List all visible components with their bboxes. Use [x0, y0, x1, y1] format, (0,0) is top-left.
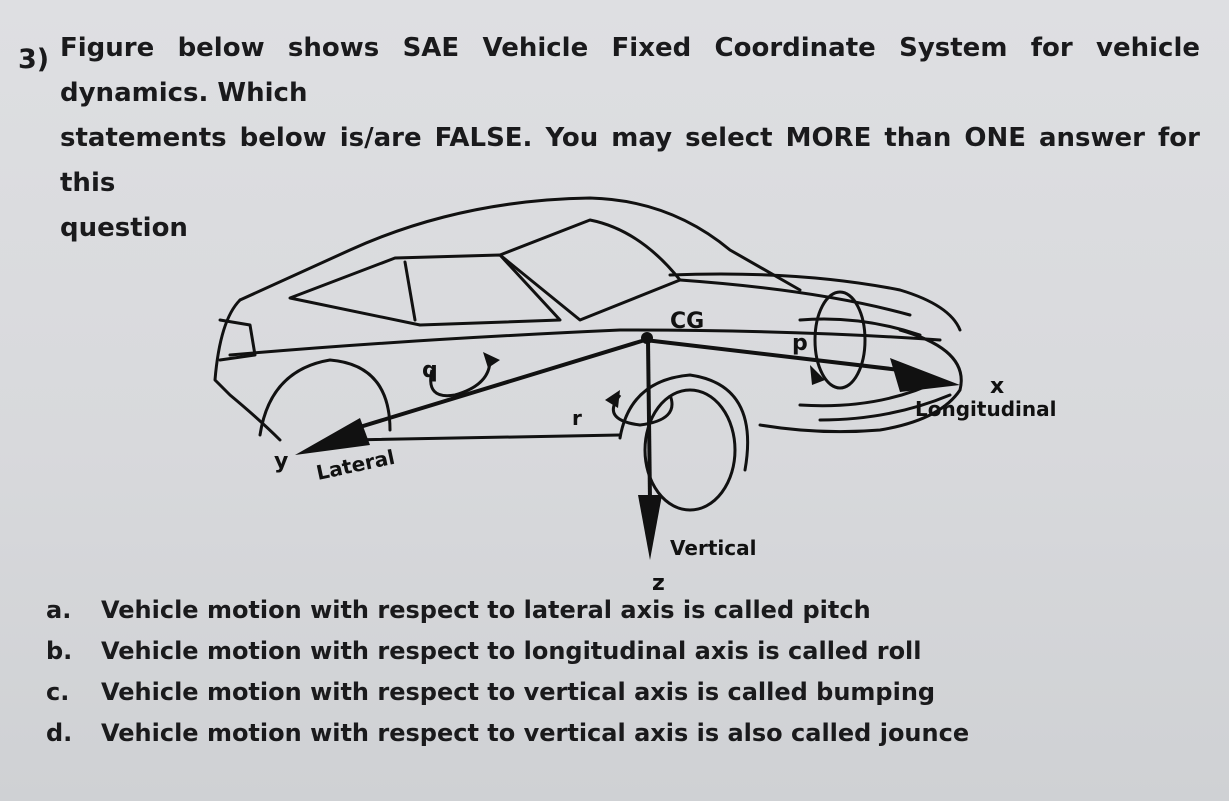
pitch-arrowhead [483, 352, 500, 368]
option-c[interactable]: c. Vehicle motion with respect to vertic… [46, 672, 969, 713]
option-letter: d. [46, 719, 73, 747]
car-outline [213, 196, 963, 512]
rotation-arrows [429, 290, 867, 427]
x-label: x [990, 374, 1004, 399]
option-text: Vehicle motion with respect to longitudi… [101, 637, 922, 665]
question-number: 3) [18, 44, 50, 75]
vertical-label: Vertical [670, 536, 756, 560]
option-b[interactable]: b. Vehicle motion with respect to longit… [46, 631, 969, 672]
question-line-3: question [60, 213, 188, 243]
yaw-arrowhead [605, 390, 620, 408]
q-label: q [422, 358, 438, 383]
option-letter: a. [46, 596, 72, 624]
roll-rotation-arrow [813, 290, 867, 390]
option-text: Vehicle motion with respect to lateral a… [101, 596, 871, 624]
option-d[interactable]: d. Vehicle motion with respect to vertic… [46, 713, 969, 754]
question-line-2: statements below is/are FALSE. You may s… [60, 123, 1200, 198]
yaw-rotation-arrow [611, 394, 674, 427]
cg-point [641, 332, 653, 344]
answer-options: a. Vehicle motion with respect to latera… [46, 590, 969, 754]
lateral-label: Lateral [314, 445, 397, 485]
question-line-1: Figure below shows SAE Vehicle Fixed Coo… [60, 33, 1200, 108]
y-label: y [274, 449, 288, 474]
question-text: Figure below shows SAE Vehicle Fixed Coo… [60, 26, 1200, 251]
cg-label: CG [670, 309, 704, 334]
pitch-rotation-arrow [429, 359, 492, 398]
lateral-axis [295, 338, 646, 455]
vertical-axis [638, 339, 662, 560]
option-letter: c. [46, 678, 70, 706]
z-label: z [652, 571, 665, 596]
roll-arrowhead [810, 365, 825, 385]
option-text: Vehicle motion with respect to vertical … [101, 678, 936, 706]
p-label: p [792, 331, 808, 356]
r-label: r [572, 406, 582, 430]
option-a[interactable]: a. Vehicle motion with respect to latera… [46, 590, 969, 631]
option-text: Vehicle motion with respect to vertical … [101, 719, 970, 747]
longitudinal-axis [644, 338, 960, 392]
vehicle-coordinate-diagram: CG p q r x Longitudinal y Lateral Vertic… [213, 196, 1056, 596]
option-letter: b. [46, 637, 73, 665]
longitudinal-label: Longitudinal [915, 397, 1056, 421]
